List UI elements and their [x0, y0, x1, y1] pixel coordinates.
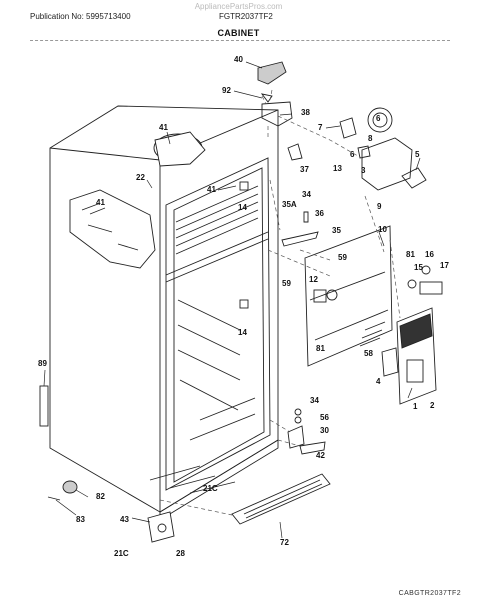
callout-2: 2 [430, 401, 435, 410]
screw-83 [47, 496, 61, 501]
callout-35A: 35A [282, 200, 297, 209]
callout-35: 35 [332, 226, 341, 235]
part-42 [299, 441, 326, 455]
callout-34-lower: 34 [310, 396, 319, 405]
header-divider [30, 40, 450, 41]
grille-72 [231, 473, 331, 525]
top-insulation-41 [154, 131, 206, 167]
callout-7: 7 [318, 123, 323, 132]
callout-82: 82 [96, 492, 105, 501]
callout-41-top: 41 [159, 123, 168, 132]
callout-28: 28 [176, 549, 185, 558]
callout-37: 37 [300, 165, 309, 174]
callout-10: 10 [378, 225, 387, 234]
callout-15: 15 [414, 263, 423, 272]
callout-83: 83 [76, 515, 85, 524]
bottom-hinge-30 [287, 408, 305, 449]
callout-1: 1 [413, 402, 418, 411]
callout-41-side: 41 [96, 198, 105, 207]
valve-parts-15-16-17 [407, 265, 443, 295]
callout-3: 3 [361, 166, 366, 175]
screw-14a [239, 181, 249, 191]
callout-17: 17 [440, 261, 449, 270]
callout-21C-right: 21C [203, 484, 218, 493]
part-37 [287, 143, 303, 161]
callout-6-lower: 6 [350, 150, 355, 159]
callout-40: 40 [234, 55, 243, 64]
dispenser-panel-1 [396, 307, 437, 405]
callout-30: 30 [320, 426, 329, 435]
callout-12: 12 [309, 275, 318, 284]
rear-panel-10 [304, 225, 393, 367]
side-insulation-41 [69, 189, 156, 269]
callout-72: 72 [280, 538, 289, 547]
callout-59-left: 59 [282, 279, 291, 288]
roller-82 [62, 480, 78, 494]
callout-13: 13 [333, 164, 342, 173]
watermark: AppliancePartsPros.com [194, 2, 283, 11]
section-title: CABINET [217, 28, 260, 38]
center-hinge-35 [281, 211, 319, 247]
callout-41-mid: 41 [207, 185, 216, 194]
top-hinge-assembly [257, 61, 293, 127]
control-housing-9 [339, 107, 427, 191]
callout-14-upper: 14 [238, 203, 247, 212]
callout-6-upper: 6 [376, 114, 381, 123]
callout-34-upper: 34 [302, 190, 311, 199]
callout-21C-left: 21C [114, 549, 129, 558]
model-number: FGTR2037TF2 [219, 12, 273, 21]
callout-22: 22 [136, 173, 145, 182]
leveling-bracket-28 [147, 511, 175, 543]
part-4 [381, 347, 399, 377]
callout-56: 56 [320, 413, 329, 422]
screw-14b [239, 299, 249, 309]
callout-38: 38 [301, 108, 310, 117]
diagram-code: CABGTR2037TF2 [398, 590, 461, 597]
callout-43: 43 [120, 515, 129, 524]
callout-92: 92 [222, 86, 231, 95]
callout-4: 4 [376, 377, 381, 386]
callout-5: 5 [415, 150, 420, 159]
callout-81-left: 81 [316, 344, 325, 353]
callout-36: 36 [315, 209, 324, 218]
callout-14-lower: 14 [238, 328, 247, 337]
cabinet-body [49, 105, 279, 521]
callout-9: 9 [377, 202, 382, 211]
callout-59-right: 59 [338, 253, 347, 262]
callout-58: 58 [364, 349, 373, 358]
callout-42: 42 [316, 451, 325, 460]
callout-16: 16 [425, 250, 434, 259]
callout-8: 8 [368, 134, 373, 143]
part-89 [39, 385, 49, 427]
callout-81-right: 81 [406, 250, 415, 259]
callout-89: 89 [38, 359, 47, 368]
publication-number: Publication No: 5995713400 [30, 12, 131, 21]
